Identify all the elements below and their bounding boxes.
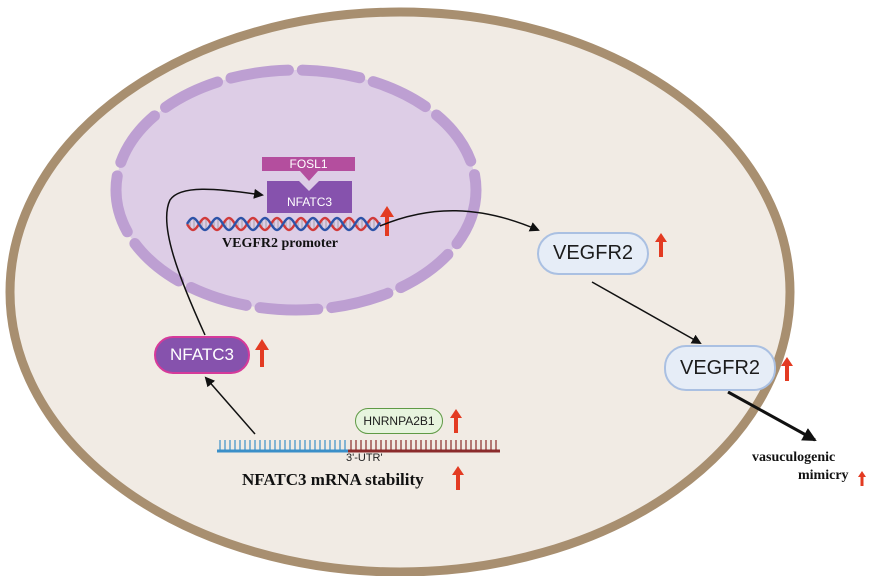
mrna-strand-icon	[217, 440, 500, 453]
vegfr2-top-label: VEGFR2	[552, 242, 634, 264]
up-arrow-icon	[858, 471, 866, 486]
hnrnpa2b1-label: HNRNPA2B1	[363, 414, 435, 428]
nfatc3-nucleus-label: NFATC3	[286, 195, 333, 209]
utr-label: 3'-UTR'	[346, 452, 383, 464]
up-arrow-icon	[452, 466, 464, 490]
up-arrow-icon	[450, 409, 462, 433]
dna-helix-icon	[185, 216, 382, 232]
arrow-vegfr2-to-vegfr2	[591, 281, 702, 344]
up-arrow-icon	[655, 233, 667, 257]
up-arrow-icon	[781, 357, 793, 381]
nfatc3-cytoplasm-label: NFATC3	[170, 345, 234, 364]
up-arrow-icon	[255, 339, 269, 367]
vegfr2-node-top: VEGFR2	[537, 232, 649, 275]
arrow-promoter-to-vegfr2	[379, 209, 540, 232]
mimicry-label: mimicry	[798, 468, 849, 483]
arrow-vegfr2-to-mimicry	[727, 390, 817, 442]
fosl1-nfatc3-complex	[262, 157, 355, 213]
fosl1-label: FOSL1	[289, 157, 328, 171]
mrna-stability-label: NFATC3 mRNA stability	[242, 470, 424, 489]
vasculogenic-label: vasuculogenic	[752, 450, 836, 465]
vegfr2-node-bottom: VEGFR2	[664, 345, 776, 391]
arrow-nfatc3-to-nucleus	[165, 188, 264, 336]
dna-strand	[185, 216, 382, 232]
promoter-label: VEGFR2 promoter	[222, 236, 338, 251]
nfatc3-cytoplasm-node: NFATC3	[154, 336, 250, 374]
arrow-mrna-to-nfatc3	[204, 376, 256, 435]
hnrnpa2b1-node: HNRNPA2B1	[355, 408, 443, 434]
up-arrow-icon	[380, 206, 394, 236]
vegfr2-bottom-label: VEGFR2	[679, 356, 761, 379]
